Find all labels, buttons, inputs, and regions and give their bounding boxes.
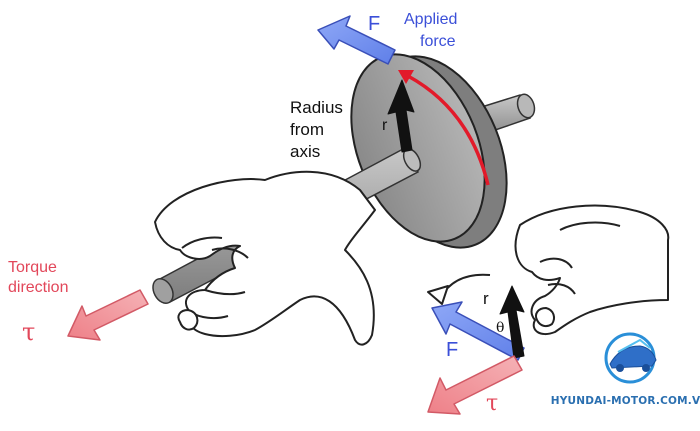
label-force-small: F bbox=[446, 339, 458, 361]
label-radius-3: axis bbox=[290, 142, 320, 161]
watermark-logo bbox=[604, 332, 657, 384]
label-r-top: r bbox=[382, 117, 388, 134]
label-applied-force-2: force bbox=[420, 33, 456, 50]
right-hand bbox=[514, 204, 670, 336]
label-radius-2: from bbox=[290, 120, 324, 139]
label-tau-small: τ bbox=[486, 391, 498, 416]
watermark-text: HYUNDAI-MOTOR.COM.VN bbox=[551, 395, 700, 407]
label-theta: θ bbox=[496, 320, 504, 336]
radius-arrow-small bbox=[499, 285, 525, 359]
label-torque-1: Torque bbox=[8, 259, 57, 276]
rotation-path bbox=[407, 74, 490, 186]
left-hand bbox=[154, 170, 376, 346]
torque-arrow-left bbox=[67, 289, 149, 341]
label-torque-2: direction bbox=[8, 279, 68, 296]
rotation-arrow-small bbox=[427, 273, 491, 305]
label-r-small: r bbox=[483, 289, 489, 308]
force-arrow-top bbox=[317, 15, 396, 65]
label-force-top: F bbox=[368, 13, 380, 35]
label-applied-force-1: Applied bbox=[404, 11, 457, 28]
radius-arrow-top bbox=[387, 79, 415, 153]
torque-arrow-small bbox=[427, 355, 523, 415]
label-radius-1: Radius bbox=[290, 98, 343, 117]
label-tau-left: τ bbox=[22, 318, 35, 346]
rotation-path-arrowhead bbox=[398, 70, 414, 84]
